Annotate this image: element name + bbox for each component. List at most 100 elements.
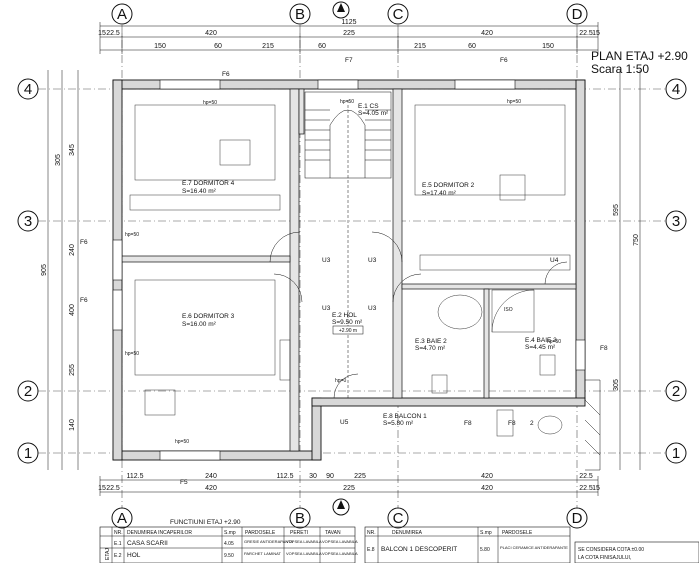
axis-a-bottom: A [117, 510, 127, 527]
door-code-5: U5 [340, 419, 349, 426]
dim-top-r1-5: 22.5 [579, 30, 593, 37]
tl-r0-c0: E.1 [114, 541, 122, 547]
window-code-3: F6 [80, 239, 88, 246]
axis-labels: A B C D A B C D 4 3 2 1 4 3 2 1 [24, 6, 680, 527]
table-left-header: FUNCTIUNI ETAJ +2.90 [170, 519, 241, 526]
dim-total-top: 1125 [341, 19, 356, 26]
dims-top [99, 22, 599, 54]
door-code-4: U4 [550, 257, 559, 264]
axis-c-top: C [393, 6, 404, 23]
opening-codes: F6 F7 F6 F6 F6 F8 F8 F8 F5 U3 U3 U3 U3 U… [80, 57, 608, 486]
tl-col-4: PERETI [290, 530, 308, 536]
stair-number: 2 [530, 420, 534, 427]
dim-top-r1-4: 420 [481, 30, 493, 37]
room-e3-name: E.3 BAIE 2 [415, 338, 447, 345]
dim-top-r2-6: 150 [542, 43, 554, 50]
hp-label-5: hp=50 [175, 439, 189, 445]
stairs [304, 91, 392, 400]
level-tag: +2.90 m [339, 328, 357, 334]
tr-r0-c0: E.8 [367, 547, 375, 553]
dim-left-3: 400 [69, 304, 76, 316]
dim-top-r1-2: 420 [205, 30, 217, 37]
tl-r0-c1: CASA SCARII [127, 540, 168, 547]
dim-bot-r1-1: 240 [205, 473, 217, 480]
axis-bubbles [17, 3, 687, 529]
tl-r0-c4: VOPSEA LAVABILA [286, 539, 322, 544]
dim-top-r2-2: 215 [262, 43, 274, 50]
dim-top-r2-5: 60 [468, 43, 476, 50]
tr-r0-c3: PLACI CERAMICE ANTIDERAPANTE [500, 545, 568, 550]
room-e4-area: S=4.45 m² [525, 344, 556, 351]
axis-d-bottom: D [572, 510, 583, 527]
dim-top-r1-1: 22.5 [106, 30, 120, 37]
table-right: NR. DENUMIREA S.mp PARDOSELE E.8 BALCON … [364, 526, 571, 563]
dim-top-r2-4: 215 [414, 43, 426, 50]
tl-r0-c3: GRESIE ANTIDERAPANTA [244, 539, 293, 544]
axis-b-bottom: B [295, 510, 305, 527]
dims-right [619, 70, 641, 470]
tl-col-1: DENUMIREA INCAPERILOR [127, 530, 192, 536]
dim-bot-r1-5: 225 [354, 473, 366, 480]
room-e7-area: S=16.40 m² [182, 188, 217, 195]
room-e5-area: S=17.40 m² [422, 190, 457, 197]
dim-bot-r2-2: 420 [205, 485, 217, 492]
tl-r1-c0: E.2 [114, 553, 122, 559]
room-e8-area: S=5.80 m² [383, 420, 414, 427]
room-labels: E.7 DORMITOR 4 S=16.40 m² E.5 DORMITOR 2… [182, 103, 557, 427]
tl-col-0: NR. [114, 530, 123, 536]
section-marker-icon [332, 1, 350, 516]
level-tag-box [332, 325, 364, 335]
note-1: LA COTA FINISAJULUI, [578, 555, 631, 561]
plan-title: PLAN ETAJ +2.90 [591, 49, 688, 63]
dim-left-5: 140 [69, 419, 76, 431]
axis-1-right: 1 [672, 445, 680, 462]
tl-col-2: S.mp [224, 530, 236, 536]
dim-top-r1-0: 15 [98, 30, 106, 37]
dim-bot-r1-0: 112.5 [127, 473, 144, 480]
table-left-side: ETAJ [105, 548, 111, 560]
tl-col-3: PARDOSELE [245, 530, 276, 536]
tl-r1-c2: 9.50 [224, 553, 234, 559]
window-code-6: F8 [464, 420, 472, 427]
window-code-2: F6 [500, 57, 508, 64]
axis-c-bottom: C [393, 510, 404, 527]
dim-bot-r2-4: 420 [481, 485, 493, 492]
window-code-7: F8 [508, 420, 516, 427]
hp-label-7: hp=0 [335, 378, 346, 384]
axis-3-left: 3 [24, 213, 32, 230]
dim-bot-r1-6: 420 [481, 473, 493, 480]
interior-walls [121, 88, 577, 452]
door-swings [269, 231, 568, 399]
dim-right-1: 750 [633, 234, 640, 246]
tl-r1-c5: VOPSEA LAVABILA [322, 551, 358, 556]
dim-left-1: 345 [69, 144, 76, 156]
dim-top-r2-1: 60 [214, 43, 222, 50]
room-e7-name: E.7 DORMITOR 4 [182, 180, 235, 187]
room-e3-area: S=4.70 m² [415, 345, 446, 352]
dim-bot-r1-3: 30 [309, 473, 317, 480]
dim-bot-r2-1: 22.5 [106, 485, 120, 492]
tr-col-2: S.mp [480, 530, 492, 536]
dim-top-r1-3: 225 [343, 30, 355, 37]
axis-a-top: A [117, 6, 127, 23]
hp-label-3: hp=50 [125, 232, 139, 238]
axis-d-top: D [572, 6, 583, 23]
furniture [129, 104, 571, 437]
room-e5-name: E.5 DORMITOR 2 [422, 182, 475, 189]
dim-right-0: 595 [613, 204, 620, 216]
dim-bot-r1-2: 112.5 [277, 473, 294, 480]
dim-bot-r1-4: 90 [326, 473, 334, 480]
plan-scale: Scara 1:50 [591, 62, 649, 76]
room-e4-name: E.4 BAIE 3 [525, 337, 557, 344]
windows [112, 79, 586, 461]
dim-bot-r2-5: 22.5 [579, 485, 593, 492]
room-e1-name: E.1 CS [358, 103, 379, 110]
hp-label-4: hp=50 [125, 351, 139, 357]
tr-r0-c1: BALCON 1 DESCOPERIT [381, 546, 457, 553]
dim-left-2: 240 [69, 244, 76, 256]
window-code-0: F6 [222, 71, 230, 78]
window-code-5: F8 [600, 345, 608, 352]
tr-col-0: NR. [367, 530, 376, 536]
hp-label-0: hp=50 [203, 100, 217, 106]
